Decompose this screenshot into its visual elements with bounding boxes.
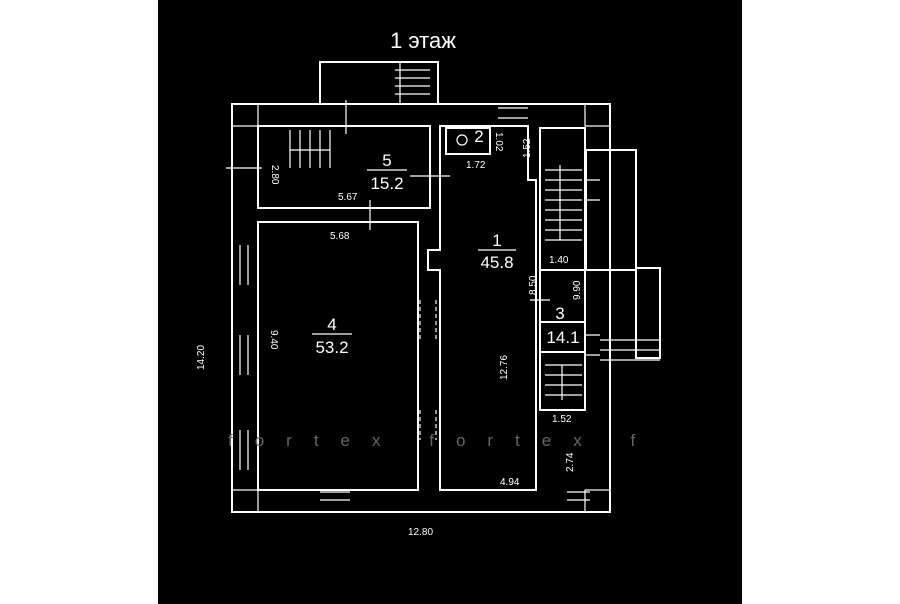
dim-label: 1.72 (466, 160, 486, 171)
room-3-area: 14.1 (546, 328, 579, 347)
dim-label: 1.02 (493, 132, 504, 152)
dim-label: 2.80 (269, 165, 280, 185)
dim-label: 14.20 (196, 345, 207, 370)
dim-label: 9.40 (268, 330, 279, 350)
plan-background (158, 0, 742, 604)
dimension-labels: 2.80 5.67 5.68 1.72 1.02 1.52 1.40 8.50 … (196, 132, 583, 538)
dim-label: 2.74 (565, 452, 576, 472)
stairs (289, 62, 660, 400)
floor-title: 1 этаж (390, 28, 456, 53)
dim-label: 1.40 (549, 255, 569, 266)
windows (226, 100, 600, 501)
dim-label: 12.76 (499, 355, 510, 380)
room-1-number: 1 (492, 231, 501, 250)
dim-label: 1.52 (552, 414, 572, 425)
room-1-area: 45.8 (480, 253, 513, 272)
room-3-number: 3 (555, 304, 564, 323)
dim-label: 5.67 (338, 192, 358, 203)
dim-label: 9.90 (572, 280, 583, 300)
room-4-area: 53.2 (315, 338, 348, 357)
dim-label: 1.52 (522, 138, 533, 158)
watermark: fortex fortex f (228, 431, 657, 450)
room-2-number: 2 (474, 127, 483, 146)
dim-label: 8.50 (528, 275, 539, 295)
room-4-number: 4 (327, 315, 336, 334)
dim-label: 12.80 (408, 527, 433, 538)
dim-label: 4.94 (500, 477, 520, 488)
dim-label: 5.68 (330, 231, 350, 242)
walls (231, 61, 661, 513)
room-5-number: 5 (382, 151, 391, 170)
room-labels: 1 45.8 2 3 14.1 4 53.2 5 15.2 (312, 127, 580, 357)
room-5-area: 15.2 (370, 174, 403, 193)
